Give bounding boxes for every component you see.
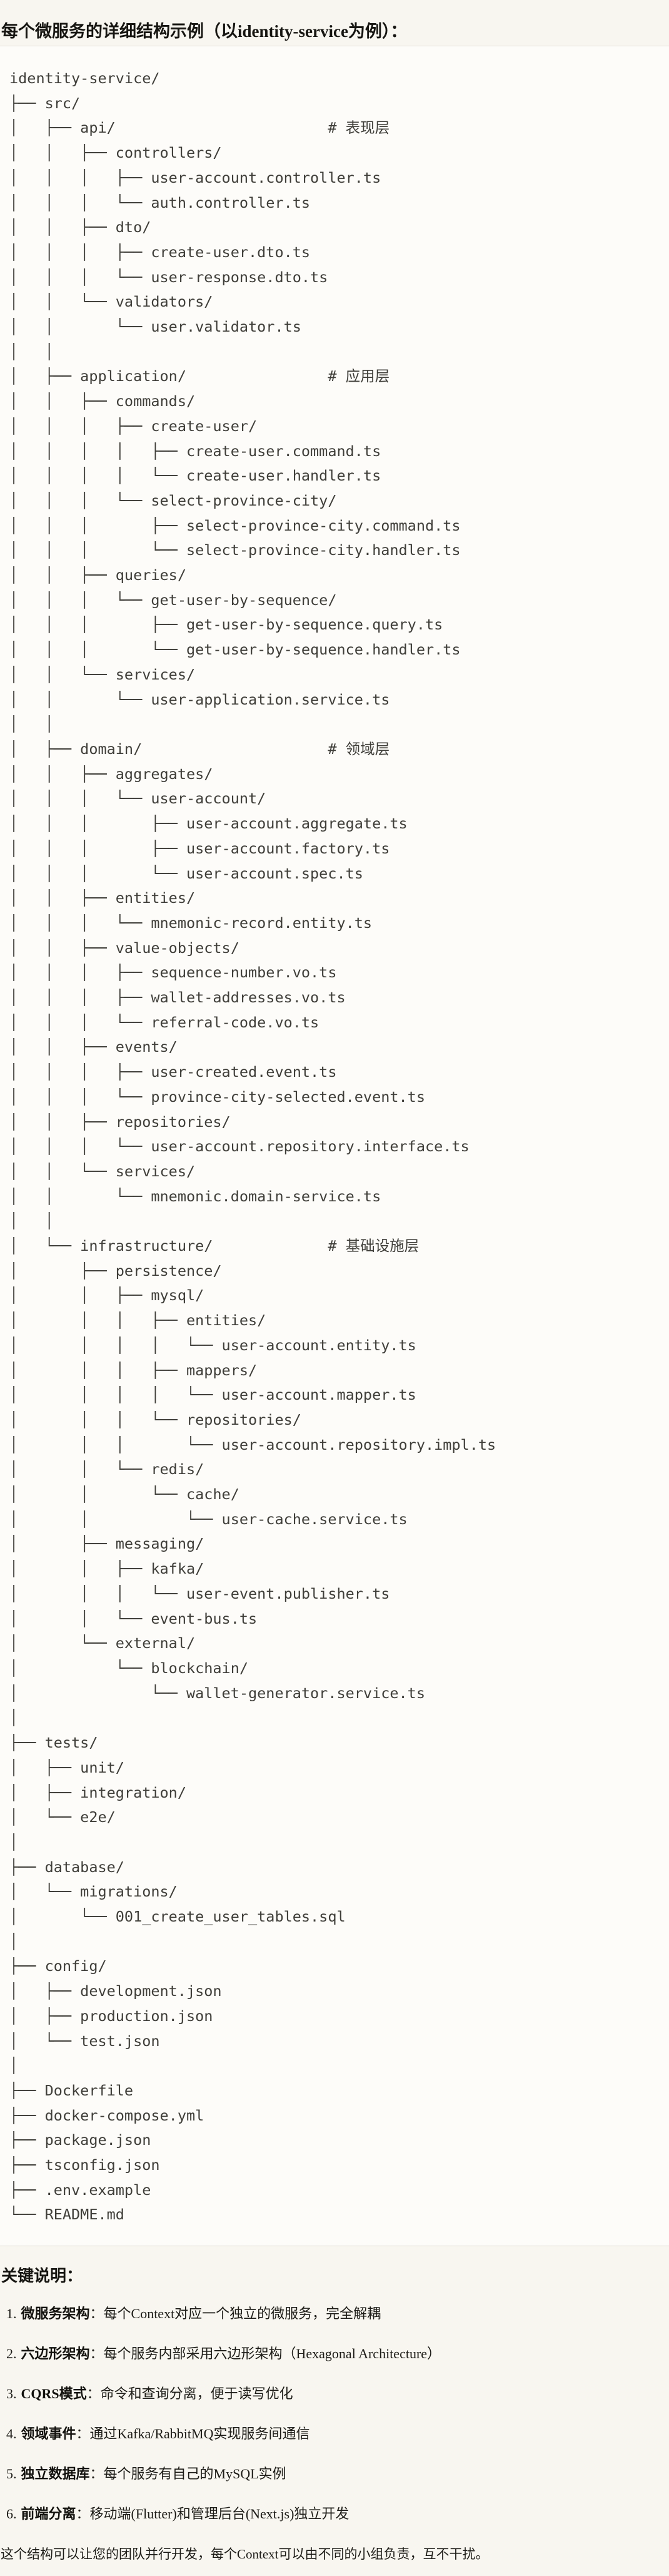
page-title: 每个微服务的详细结构示例（以identity-service为例）： xyxy=(1,22,408,41)
note-label: CQRS模式 xyxy=(21,2386,87,2401)
note-number: 3. xyxy=(6,2386,17,2401)
note-number: 2. xyxy=(6,2346,17,2361)
note-number: 6. xyxy=(6,2506,17,2522)
note-number: 1. xyxy=(6,2306,17,2321)
note-item: 5.独立数据库：每个服务有自己的MySQL实例 xyxy=(6,2465,663,2483)
note-item: 4. 领域事件：通过Kafka/RabbitMQ实现服务间通信 xyxy=(6,2425,663,2443)
note-label: 微服务架构 xyxy=(21,2306,90,2321)
note-desc: ：每个Context对应一个独立的微服务，完全解耦 xyxy=(89,2306,381,2321)
note-desc: ：每个服务有自己的MySQL实例 xyxy=(89,2466,286,2482)
note-label: 领域事件 xyxy=(21,2426,76,2441)
note-desc: ：移动端(Flutter)和管理后台(Next.js)独立开发 xyxy=(76,2506,350,2522)
note-desc: ：每个服务内部采用六边形架构（Hexagonal Architecture） xyxy=(89,2346,441,2361)
note-number: 4. xyxy=(6,2426,17,2441)
document-header: 每个微服务的详细结构示例（以identity-service为例）： xyxy=(0,0,669,46)
note-label: 前端分离 xyxy=(21,2506,76,2522)
note-number: 5. xyxy=(6,2466,17,2482)
notes-section: 关键说明： 1. 微服务架构：每个Context对应一个独立的微服务，完全解耦 2… xyxy=(0,2266,669,2563)
note-item: 3. CQRS模式：命令和查询分离，便于读写优化 xyxy=(6,2385,663,2403)
note-label: 独立数据库 xyxy=(21,2466,90,2482)
note-desc: ：通过Kafka/RabbitMQ实现服务间通信 xyxy=(76,2426,310,2441)
note-item: 6.前端分离：移动端(Flutter)和管理后台(Next.js)独立开发 xyxy=(6,2505,663,2523)
file-tree-text: identity-service/ ├── src/ │ ├── api/ # … xyxy=(9,69,496,2224)
code-block: identity-service/ ├── src/ │ ├── api/ # … xyxy=(0,46,669,2246)
note-item: 1. 微服务架构：每个Context对应一个独立的微服务，完全解耦 xyxy=(6,2304,663,2323)
note-item: 2. 六边形架构：每个服务内部采用六边形架构（Hexagonal Architec… xyxy=(6,2344,663,2363)
closing-paragraph: 这个结构可以让您的团队并行开发，每个Context可以由不同的小组负责，互不干扰… xyxy=(1,2547,489,2562)
note-list: 1. 微服务架构：每个Context对应一个独立的微服务，完全解耦 2. 六边形架构… xyxy=(0,2304,663,2523)
note-desc: ：命令和查询分离，便于读写优化 xyxy=(86,2386,293,2401)
notes-heading: 关键说明： xyxy=(1,2267,83,2285)
note-label: 六边形架构 xyxy=(21,2346,90,2361)
